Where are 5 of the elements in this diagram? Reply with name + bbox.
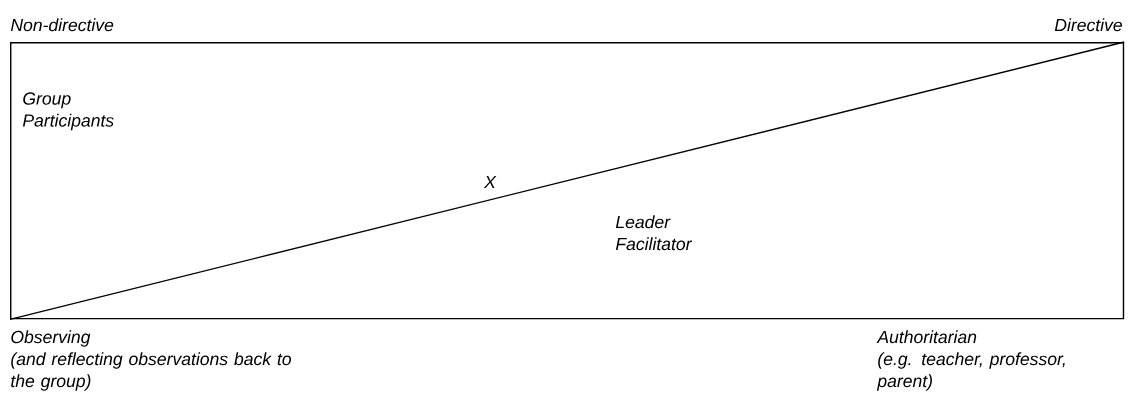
participants-label: Group Participants xyxy=(22,92,114,131)
style-description: (and reflecting observations back to the group) xyxy=(11,352,292,391)
style-description: (e.g. teacher, professor, parent) xyxy=(876,352,1065,391)
leader-label: Leader Facilitator xyxy=(615,215,693,251)
x-mark: X xyxy=(483,175,497,189)
